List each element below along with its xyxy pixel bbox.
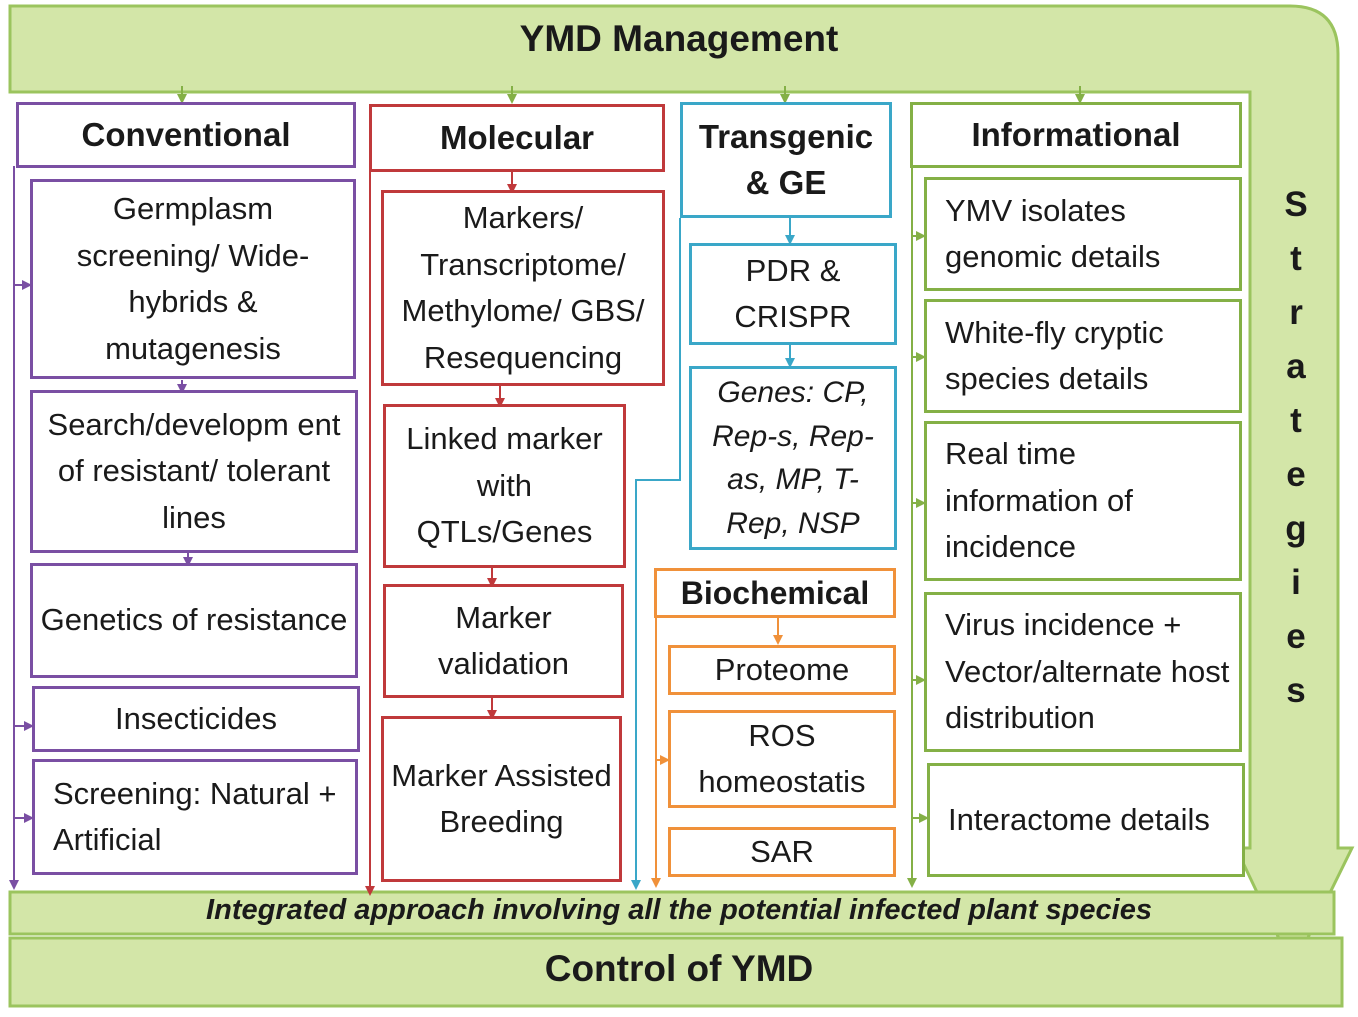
informational-item: White-fly cryptic species details [924, 299, 1242, 413]
biochemical-item: SAR [668, 827, 896, 877]
bottom-band [8, 936, 1344, 1008]
informational-item: Real time information of incidence [924, 421, 1242, 581]
strategies-letter: g [1285, 509, 1307, 548]
genes-label: Genes [717, 376, 806, 409]
strategies-letter: r [1289, 293, 1303, 332]
conventional-item: Genetics of resistance [30, 563, 358, 678]
genes-list: : CP, Rep-s, Rep-as, MP, T-Rep, NSP [712, 376, 874, 540]
integrated-approach-text: Integrated approach involving all the po… [206, 894, 1152, 926]
molecular-item: Linked marker with QTLs/Genes [383, 404, 626, 568]
strategies-letter: s [1286, 671, 1306, 710]
biochemical-item: ROS homeostatis [668, 710, 896, 808]
informational-item: Interactome details [927, 763, 1245, 877]
strategies-letter: e [1286, 617, 1306, 656]
molecular-item: Marker Assisted Breeding [381, 716, 622, 882]
biochemical-item: Proteome [668, 645, 896, 695]
molecular-item: Marker validation [383, 584, 624, 698]
biochemical-header: Biochemical [654, 568, 896, 618]
informational-item: YMV isolates genomic details [924, 177, 1242, 291]
strategies-letter: t [1290, 401, 1302, 440]
transgenic-item: PDR & CRISPR [689, 243, 897, 345]
strategies-letter: i [1291, 563, 1301, 602]
molecular-header: Molecular [369, 104, 665, 172]
strategies-letter: e [1286, 455, 1306, 494]
strategies-letter: a [1286, 347, 1306, 386]
control-title: Control of YMD [544, 948, 814, 989]
conventional-item: Screening: Natural + Artificial [32, 759, 358, 875]
informational-header: Informational [910, 102, 1242, 168]
conventional-item: Germplasm screening/ Wide-hybrids & muta… [30, 179, 356, 379]
conventional-item: Insecticides [32, 686, 360, 752]
diagram-title: YMD Management [519, 18, 839, 59]
conventional-item: Search/developm ent of resistant/ tolera… [30, 390, 358, 553]
integrated-band [8, 890, 1336, 936]
molecular-item: Markers/ Transcriptome/ Methylome/ GBS/ … [381, 190, 665, 386]
strategies-letter: t [1290, 239, 1302, 278]
transgenic-genes-box: Genes: CP, Rep-s, Rep-as, MP, T-Rep, NSP [689, 366, 897, 550]
informational-item: Virus incidence + Vector/alternate host … [924, 592, 1242, 752]
conventional-header: Conventional [16, 102, 356, 168]
transgenic-header: Transgenic & GE [680, 102, 892, 218]
strategies-letter: S [1284, 185, 1308, 224]
